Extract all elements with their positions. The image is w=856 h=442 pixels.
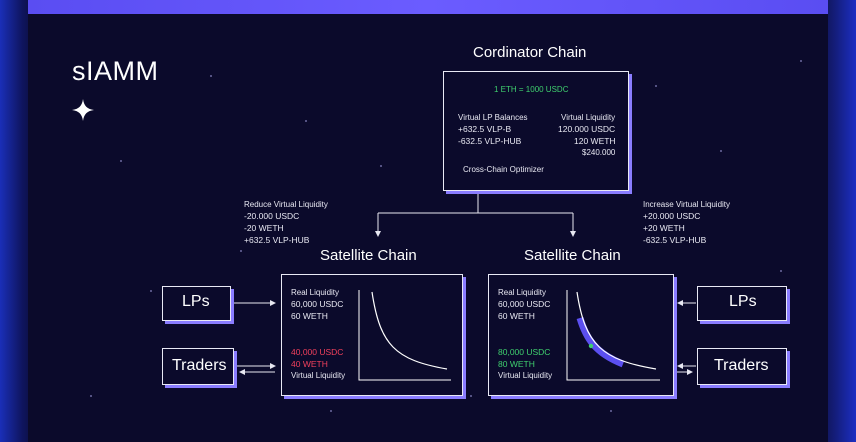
virtual-liquidity-line: 80 WETH [498, 359, 535, 369]
price-label: 1 ETH = 1000 USDC [494, 85, 569, 94]
liquidity-line: 120 WETH [574, 136, 616, 146]
top-accent-bar [28, 0, 828, 14]
virtual-liquidity-line: 40 WETH [291, 359, 328, 369]
sparkle-icon [72, 99, 94, 121]
increase-header: Increase Virtual Liquidity [643, 200, 731, 209]
real-liquidity-header: Real Liquidity [291, 288, 340, 297]
right-lps-box [697, 286, 787, 321]
left-lps-box [162, 286, 231, 321]
right-satellite-box [488, 274, 674, 396]
real-liquidity-line: 60,000 USDC [291, 299, 344, 309]
left-lps-label: LPs [182, 293, 210, 310]
liquidity-line: $240.000 [582, 148, 616, 157]
increase-line: +20.000 USDC [643, 211, 701, 221]
coordinator-title: Cordinator Chain [473, 44, 587, 61]
liquidity-line: 120.000 USDC [558, 124, 616, 134]
reduce-line: -20 WETH [244, 223, 284, 233]
virtual-liquidity-label: Virtual Liquidity [291, 371, 346, 380]
right-satellite-title: Satellite Chain [524, 247, 621, 264]
virtual-liquidity-line: 40,000 USDC [291, 347, 344, 357]
left-satellite-title: Satellite Chain [320, 247, 417, 264]
balances-header: Virtual LP Balances [458, 113, 528, 122]
balance-line: -632.5 VLP-HUB [458, 136, 522, 146]
virtual-liquidity-line: 80,000 USDC [498, 347, 551, 357]
left-traders-label: Traders [172, 357, 227, 374]
increase-line: +20 WETH [643, 223, 685, 233]
optimizer-label: Cross-Chain Optimizer [463, 165, 544, 174]
balance-line: +632.5 VLP-B [458, 124, 512, 134]
right-traders-label: Traders [714, 357, 769, 374]
coordinator-box [443, 71, 629, 191]
right-lps-label: LPs [729, 293, 757, 310]
real-liquidity-line: 60,000 USDC [498, 299, 551, 309]
right-traders-box [697, 348, 787, 385]
real-liquidity-header: Real Liquidity [498, 288, 547, 297]
reduce-line: +632.5 VLP-HUB [244, 235, 310, 245]
real-liquidity-line: 60 WETH [291, 311, 328, 321]
brand-title: sIAMM [72, 56, 159, 86]
left-traders-box [162, 348, 234, 385]
virtual-liquidity-label: Virtual Liquidity [498, 371, 553, 380]
reduce-line: -20.000 USDC [244, 211, 300, 221]
reduce-header: Reduce Virtual Liquidity [244, 200, 328, 209]
liquidity-header: Virtual Liquidity [561, 113, 616, 122]
real-liquidity-line: 60 WETH [498, 311, 535, 321]
increase-line: -632.5 VLP-HUB [643, 235, 707, 245]
